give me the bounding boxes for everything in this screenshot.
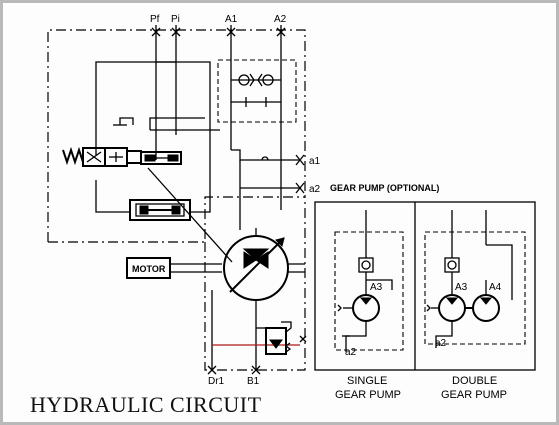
motor-shaft — [170, 263, 222, 273]
gear-pump-optional-label: GEAR PUMP (OPTIONAL) — [330, 183, 439, 193]
check-valve-block — [217, 38, 297, 150]
servo-cylinder — [129, 167, 233, 263]
motor-box — [126, 257, 171, 279]
double-pump-caption-2: GEAR PUMP — [441, 389, 507, 401]
double-pump-port-a4: A4 — [489, 282, 502, 293]
directional-valve — [62, 146, 182, 167]
single-pump-caption-2: GEAR PUMP — [335, 389, 401, 401]
pilot-lines — [95, 38, 220, 213]
double-pump-inlet-a2: a2 — [435, 338, 447, 349]
gear-pump-options-frame — [314, 201, 536, 371]
motor-label: MOTOR — [132, 264, 166, 274]
port-label-pi: Pi — [171, 14, 180, 25]
single-pump-port-a3: A3 — [370, 282, 383, 293]
main-pump-icon — [223, 228, 305, 318]
single-gear-pump-icon — [334, 210, 404, 352]
diagram-title: HYDRAULIC CIRCUIT — [30, 392, 262, 417]
double-gear-pump-icon — [424, 210, 526, 348]
port-label-a1-side: a1 — [309, 156, 321, 167]
single-pump-caption-1: SINGLE — [347, 375, 387, 387]
drain-and-relief — [207, 290, 307, 375]
single-pump-inlet-a2: a2 — [345, 347, 357, 358]
port-label-a2-side: a2 — [309, 184, 321, 195]
top-port-markers — [151, 25, 286, 38]
side-port-lines — [231, 149, 305, 230]
port-label-b1: B1 — [247, 376, 260, 387]
port-label-dr1: Dr1 — [208, 376, 225, 387]
port-label-pf: Pf — [150, 14, 160, 25]
port-label-a2: A2 — [274, 14, 287, 25]
double-pump-caption-1: DOUBLE — [452, 375, 497, 387]
port-label-a1: A1 — [225, 14, 238, 25]
double-pump-port-a3: A3 — [455, 282, 468, 293]
